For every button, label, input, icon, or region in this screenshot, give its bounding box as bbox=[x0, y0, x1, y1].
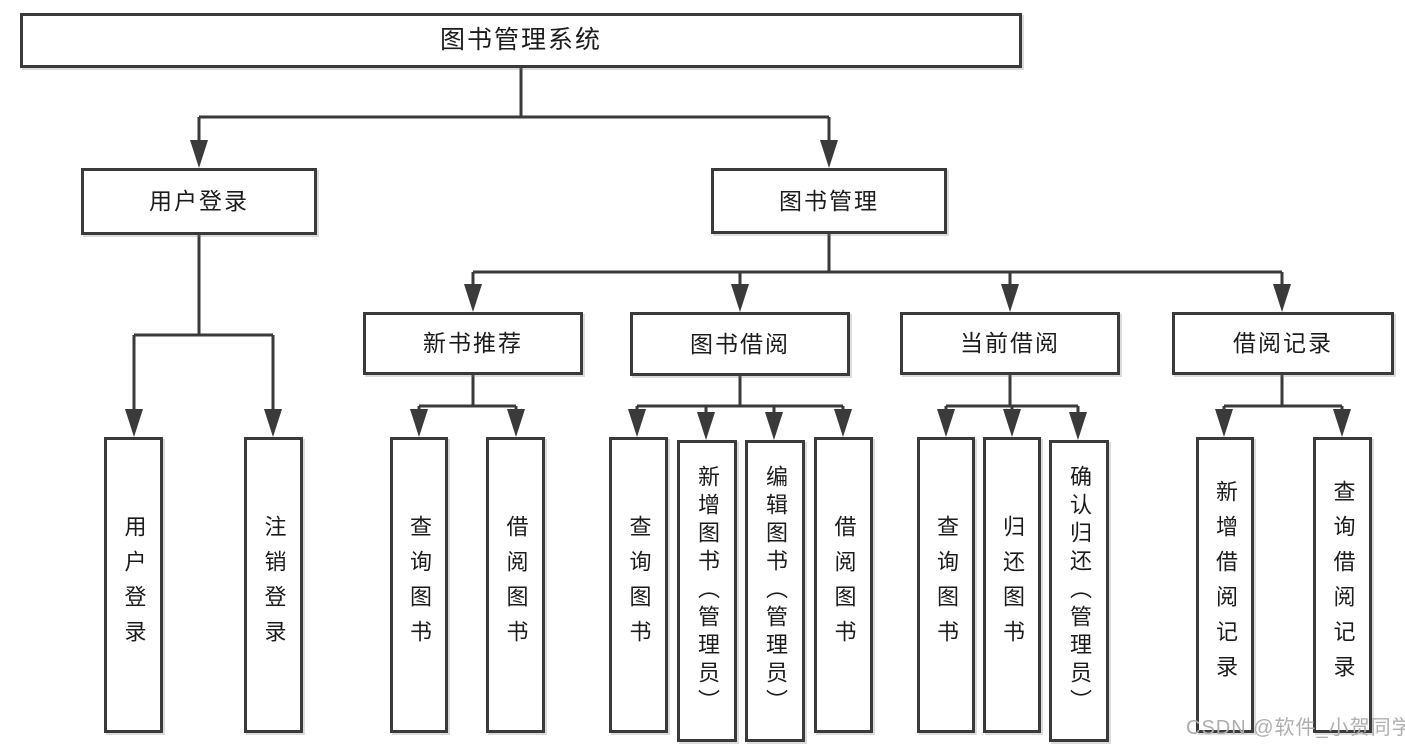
node-leaf-logout-label: 注销登录 bbox=[261, 515, 287, 655]
node-book-borrow-label: 图书借阅 bbox=[690, 330, 790, 357]
node-user-login: 用户登录 bbox=[81, 168, 317, 235]
node-new-book-rec-label: 新书推荐 bbox=[423, 330, 523, 356]
node-leaf-cur-confirm-label: 确认归还（管理员） bbox=[1067, 465, 1092, 717]
node-current-borrow-label: 当前借阅 bbox=[960, 330, 1060, 356]
node-leaf-bor-borrow: 借阅图书 bbox=[814, 437, 873, 733]
node-current-borrow: 当前借阅 bbox=[900, 312, 1120, 375]
node-leaf-bor-edit-label: 编辑图书（管理员） bbox=[763, 465, 788, 717]
node-borrow-records: 借阅记录 bbox=[1172, 312, 1394, 375]
node-leaf-recd-add-label: 新增借阅记录 bbox=[1213, 480, 1238, 690]
node-user-login-label: 用户登录 bbox=[149, 188, 249, 214]
node-book-borrow: 图书借阅 bbox=[630, 312, 850, 376]
node-leaf-user-login-label: 用户登录 bbox=[121, 515, 147, 655]
node-root-label: 图书管理系统 bbox=[439, 26, 602, 54]
node-borrow-records-label: 借阅记录 bbox=[1233, 330, 1333, 356]
node-leaf-bor-query: 查询图书 bbox=[609, 437, 668, 733]
node-leaf-recd-query-label: 查询借阅记录 bbox=[1330, 480, 1356, 690]
node-root: 图书管理系统 bbox=[20, 13, 1022, 68]
node-leaf-rec-borrow-label: 借阅图书 bbox=[503, 515, 529, 655]
node-leaf-cur-confirm: 确认归还（管理员） bbox=[1049, 440, 1109, 742]
node-leaf-cur-return: 归还图书 bbox=[983, 437, 1041, 733]
node-leaf-rec-query-label: 查询图书 bbox=[407, 515, 432, 655]
node-leaf-bor-edit: 编辑图书（管理员） bbox=[745, 440, 805, 742]
node-leaf-bor-query-label: 查询图书 bbox=[626, 515, 652, 655]
connector-paths bbox=[132, 68, 1344, 420]
node-leaf-rec-query: 查询图书 bbox=[390, 437, 448, 733]
node-leaf-user-login: 用户登录 bbox=[104, 437, 163, 733]
node-leaf-logout: 注销登录 bbox=[244, 437, 303, 733]
node-leaf-cur-return-label: 归还图书 bbox=[1000, 515, 1025, 655]
arrowheads bbox=[125, 140, 1351, 440]
node-leaf-recd-add: 新增借阅记录 bbox=[1196, 437, 1254, 733]
node-new-book-rec: 新书推荐 bbox=[363, 312, 583, 375]
node-leaf-bor-add-label: 新增图书（管理员） bbox=[695, 465, 720, 717]
node-leaf-bor-borrow-label: 借阅图书 bbox=[831, 515, 857, 655]
csdn-watermark: CSDN @软件_小贺同学 bbox=[1186, 717, 1405, 739]
node-leaf-bor-add: 新增图书（管理员） bbox=[677, 440, 737, 742]
node-book-mgmt-label: 图书管理 bbox=[779, 187, 879, 214]
node-leaf-cur-query: 查询图书 bbox=[917, 437, 975, 733]
node-leaf-cur-query-label: 查询图书 bbox=[934, 515, 959, 655]
node-leaf-recd-query: 查询借阅记录 bbox=[1313, 437, 1372, 733]
node-book-mgmt: 图书管理 bbox=[711, 168, 947, 234]
node-leaf-rec-borrow: 借阅图书 bbox=[486, 437, 545, 733]
